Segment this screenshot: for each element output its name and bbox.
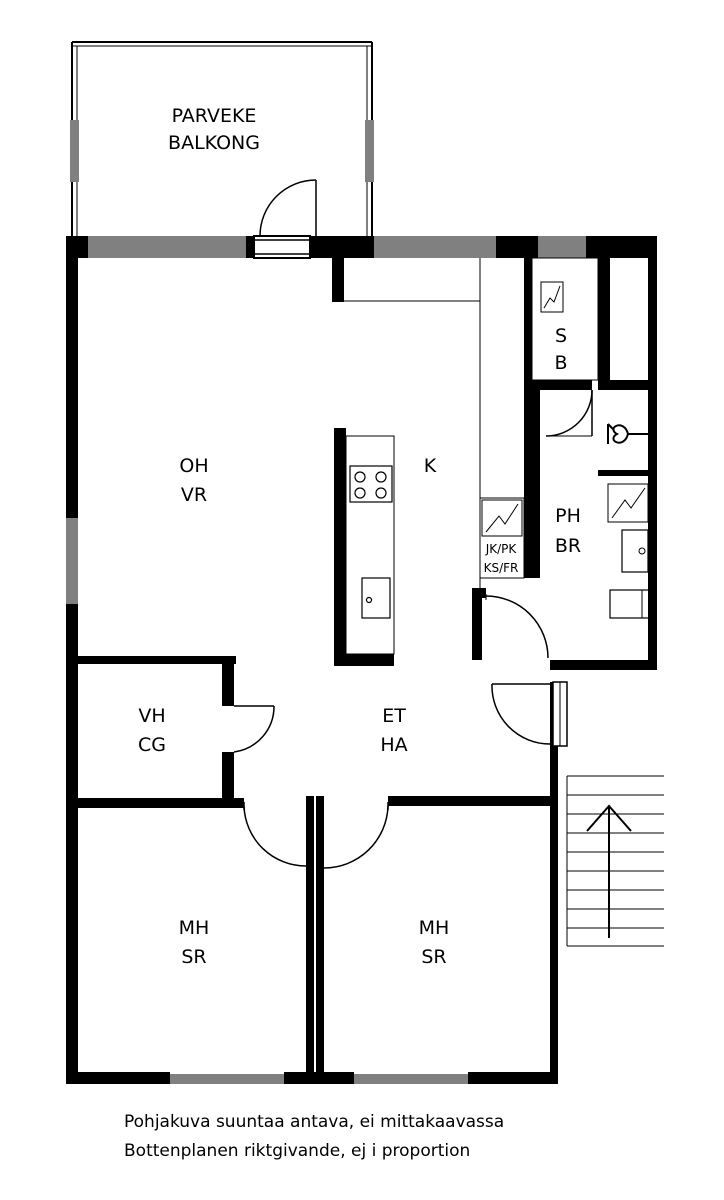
storage-label-fi: S: [555, 325, 567, 347]
bathroom-fixtures: [485, 423, 656, 659]
bedroom1-label-fi: MH: [179, 917, 210, 939]
balcony-label-sv: BALKONG: [168, 132, 260, 154]
hall-label-fi: ET: [382, 705, 406, 727]
balcony-door: [253, 179, 317, 259]
toilet-icon: [607, 423, 656, 444]
closet-label-sv: KS/FR: [484, 561, 519, 575]
disclaimer-sv: Bottenplanen riktgivande, ej i proportio…: [124, 1141, 471, 1161]
bedroom-doors: [243, 802, 389, 869]
storage-label-sv: B: [554, 352, 567, 374]
wc-label-fi: VH: [138, 705, 165, 727]
bedroom1-label-sv: SR: [181, 946, 206, 968]
balcony: [70, 41, 374, 236]
entrance-door: [491, 681, 568, 747]
stairs: [566, 775, 664, 947]
bathroom-label-fi: PH: [555, 505, 581, 527]
closet-label-fi: JK/PK: [485, 542, 518, 556]
wc-door: [233, 705, 275, 753]
room-labels: PARVEKE BALKONG OH VR K JK/PK KS/FR S B …: [138, 105, 581, 968]
windows: [66, 236, 586, 1084]
living-label-fi: OH: [179, 455, 208, 477]
kitchen-fixtures: [344, 258, 481, 655]
outer-walls: [66, 236, 657, 1084]
electric-panel-icon: [540, 281, 564, 313]
closet: [479, 497, 525, 579]
bedroom2-label-sv: SR: [421, 946, 446, 968]
stairs-arrow-icon: [586, 804, 632, 938]
disclaimer-fi: Pohjakuva suuntaa antava, ei mittakaavas…: [124, 1112, 505, 1132]
balcony-label-fi: PARVEKE: [172, 105, 257, 127]
kitchen-label: K: [424, 455, 437, 477]
living-label-sv: VR: [181, 484, 207, 506]
interior-walls: [66, 258, 656, 1084]
electric-panel-icon: [607, 483, 649, 523]
wc-label-sv: CG: [138, 734, 166, 756]
storage-fixtures: [531, 257, 599, 437]
bathroom-label-sv: BR: [555, 535, 581, 557]
sink-icon: [361, 577, 391, 619]
electric-panel-icon: [481, 499, 523, 537]
bedroom2-label-fi: MH: [419, 917, 450, 939]
stove-icon: [349, 465, 393, 503]
hall-label-sv: HA: [380, 734, 407, 756]
